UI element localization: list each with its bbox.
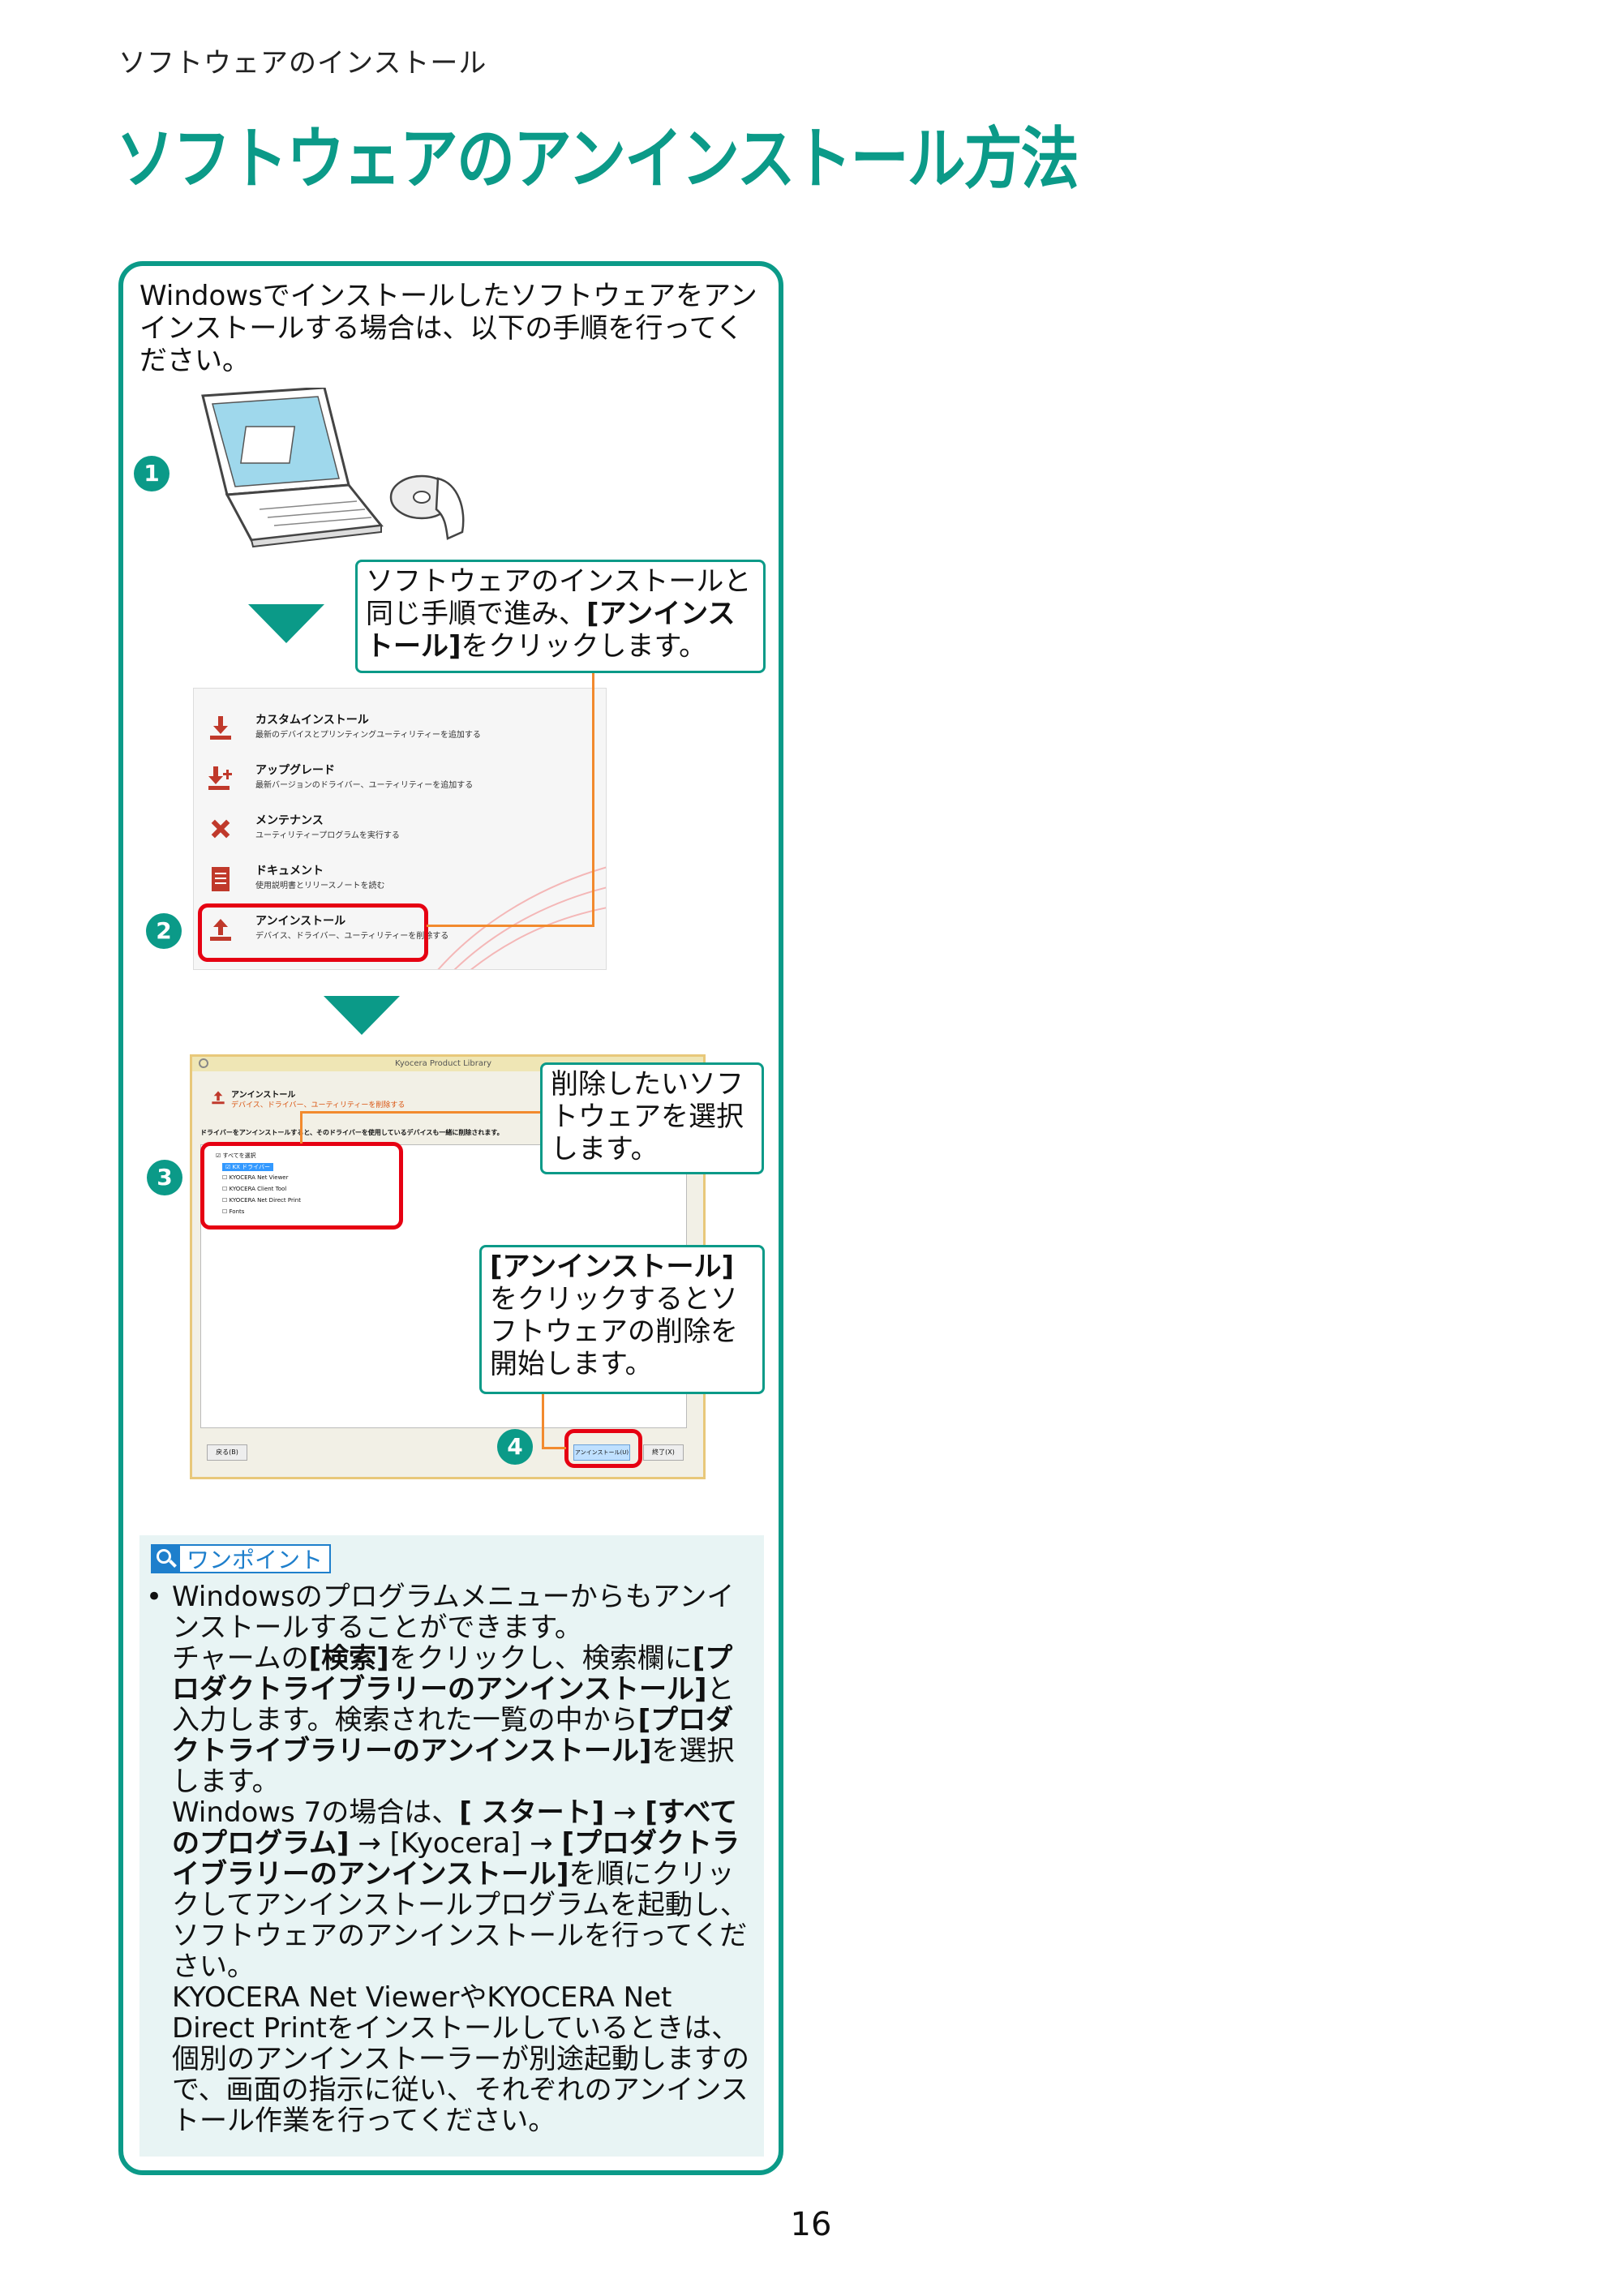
tip-bold: [プロダクトライブラリーのアンインストール] (172, 1827, 740, 1890)
content-frame (118, 261, 783, 2175)
list-root-label: すべてを選択 (222, 1152, 256, 1159)
connector-line (300, 1111, 303, 1144)
checkbox-icon: ☐ (222, 1197, 230, 1204)
magnifier-icon (152, 1546, 180, 1572)
document-icon (212, 867, 230, 891)
tip-text: を選択します。 (172, 1735, 735, 1798)
tip-bold: [検索] (308, 1642, 389, 1675)
page-title: ソフトウェアのアンインストール方法 (116, 119, 1079, 199)
intro-text: Windowsでインストールしたソフトウェアをアンインストールする場合は、以下の… (139, 280, 757, 377)
list-item-label: KYOCERA Client Tool (229, 1186, 287, 1192)
callout-step2: ソフトウェアのインストールと同じ手順で進み、[アンインストール]をクリックします… (355, 560, 766, 673)
tools-icon (211, 819, 230, 839)
callout-bold: [アンインストール] (490, 1251, 735, 1283)
highlight-uninstall-button (564, 1429, 642, 1468)
tip-bold: [すべてのプログラム] (172, 1796, 738, 1860)
laptop-disc-illustration (201, 388, 465, 548)
step-badge-1: 1 (134, 456, 169, 491)
down-arrow (248, 604, 324, 643)
list-item-label: KX ドライバー (232, 1164, 270, 1170)
tip-text: [Kyocera] (389, 1827, 521, 1860)
list-item-label: KYOCERA Net Viewer (229, 1174, 289, 1181)
upload-icon (210, 919, 231, 941)
download-icon (210, 716, 231, 740)
list-item[interactable]: ☐ KYOCERA Client Tool (222, 1186, 286, 1192)
step-badge-2: 2 (146, 913, 182, 949)
decorative-swoosh (437, 866, 606, 969)
callout-text: ソフトウェアのインストールと同じ手順で進み、 (366, 565, 752, 630)
tip-text: Windows 7の場合は、 (172, 1796, 460, 1829)
menu-screenshot: カスタムインストール 最新のデバイスとプリンティングユーティリティーを追加する … (193, 688, 607, 970)
breadcrumb: ソフトウェアのインストール (118, 47, 487, 79)
connector-line (542, 1394, 544, 1448)
checkbox-icon: ☑ (225, 1164, 233, 1170)
menu-item-title: メンテナンス (255, 814, 324, 827)
upload-icon (212, 1091, 225, 1105)
tip-body: • Windowsのプログラムメニューからもアンインストールすることができます。… (139, 1581, 756, 2136)
menu-item-desc: デバイス、ドライバー、ユーティリティーを削除する (255, 932, 449, 941)
callout-step4: [アンインストール]をクリックするとソフトウェアの削除を開始します。 (479, 1245, 765, 1394)
callout-step3: 削除したいソフトウェアを選択します。 (540, 1062, 764, 1174)
tip-text: Windowsのプログラムメニューからもアンインストールすることができます。 (172, 1581, 735, 1644)
list-item-label: KYOCERA Net Direct Print (229, 1197, 301, 1204)
exit-button[interactable]: 終了(X) (643, 1444, 684, 1461)
tip-label: ワンポイント (151, 1544, 332, 1573)
menu-item-title: アンインストール (255, 915, 346, 928)
highlight-uninstall-menu (198, 903, 428, 962)
tip-text: を順にクリックしてアンインストールプログラムを起動し、ソフトウェアのアンインスト… (172, 1858, 748, 1983)
upgrade-icon (208, 766, 232, 790)
tip-bold: [ スタート] (459, 1796, 605, 1829)
down-arrow (324, 996, 400, 1035)
connector-line (592, 673, 594, 927)
list-item-label: Fonts (229, 1208, 245, 1215)
menu-item-title: アップグレード (255, 764, 335, 777)
checkbox-icon: ☑ (216, 1152, 223, 1159)
tip-bold: [プロダクトライブラリーのアンインストール] (172, 1642, 733, 1706)
window-instruction: ドライバーをアンインストールすると、そのドライバーを使用しているデバイスも一緒に… (200, 1129, 504, 1136)
list-root[interactable]: ☑ すべてを選択 (216, 1152, 256, 1160)
tip-arrow: → (604, 1796, 646, 1829)
callout-bold: [アンインストール] (366, 598, 736, 663)
tip-text: をクリックし、検索欄に (388, 1642, 693, 1675)
window-title: Kyocera Product Library (395, 1059, 492, 1068)
app-icon (199, 1058, 208, 1068)
step-badge-3: 3 (147, 1160, 182, 1195)
tip-text: と入力します。検索された一覧の中から (172, 1673, 735, 1736)
callout-text: をクリックします。 (461, 630, 707, 663)
connector-line (300, 1111, 543, 1114)
window-heading: アンインストール (231, 1091, 296, 1100)
connector-line (542, 1447, 566, 1449)
step-badge-4: 4 (497, 1429, 533, 1465)
menu-item-desc: ユーティリティープログラムを実行する (255, 831, 400, 840)
list-item[interactable]: ☑ KX ドライバー (222, 1163, 273, 1171)
checkbox-icon: ☐ (222, 1208, 230, 1215)
menu-item-desc: 使用説明書とリリースノートを読む (255, 882, 385, 891)
callout-text: をクリックするとソフトウェアの削除を開始します。 (490, 1283, 738, 1380)
menu-item-desc: 最新のデバイスとプリンティングユーティリティーを追加する (255, 731, 481, 740)
menu-item-desc: 最新バージョンのドライバー、ユーティリティーを追加する (255, 781, 474, 790)
list-item[interactable]: ☐ Fonts (222, 1208, 244, 1215)
tip-text: KYOCERA Net ViewerやKYOCERA Net Direct Pr… (172, 1981, 749, 2137)
page-number: 16 (790, 2206, 832, 2243)
tip-label-text: ワンポイント (187, 1547, 324, 1573)
bullet: • (146, 1581, 163, 1613)
tip-bold: [プロダクトライブラリーのアンインストール] (172, 1704, 734, 1767)
tip-arrow: → (349, 1827, 390, 1860)
uninstall-button[interactable]: アンインストール(U) (573, 1444, 630, 1461)
checkbox-icon: ☐ (222, 1174, 230, 1181)
menu-item-title: カスタムインストール (255, 714, 369, 727)
back-button[interactable]: 戻る(B) (207, 1444, 247, 1461)
tip-paragraph: • Windowsのプログラムメニューからもアンインストールすることができます。… (139, 1581, 756, 2136)
list-item[interactable]: ☐ KYOCERA Net Direct Print (222, 1197, 301, 1204)
tip-text: チャームの (172, 1642, 309, 1675)
tip-box (139, 1535, 764, 2157)
checkbox-icon: ☐ (222, 1186, 230, 1192)
window-subheading: デバイス、ドライバー、ユーティリティーを削除する (231, 1101, 406, 1109)
connector-line (427, 925, 594, 927)
list-item[interactable]: ☐ KYOCERA Net Viewer (222, 1174, 288, 1181)
menu-item-title: ドキュメント (255, 865, 324, 878)
highlight-product-list (200, 1142, 403, 1230)
tip-arrow: → (521, 1827, 562, 1860)
